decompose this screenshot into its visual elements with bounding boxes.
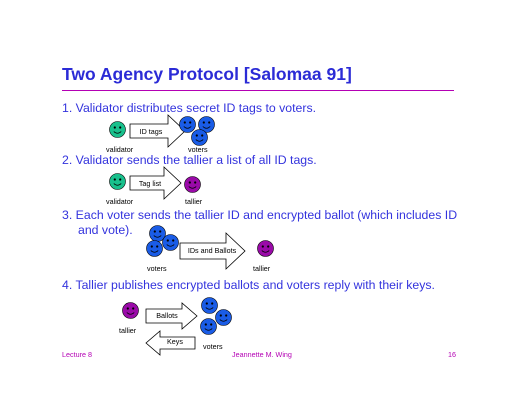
id-tags-arrow bbox=[129, 114, 186, 148]
tallier-caption: tallier bbox=[253, 264, 271, 273]
bullet-4: 4. Tallier publishes encrypted ballots a… bbox=[62, 278, 435, 292]
validator-face-icon bbox=[109, 121, 126, 138]
tag-list-label: Tag list bbox=[138, 179, 162, 188]
footer-author: Jeannette M. Wing bbox=[232, 350, 292, 359]
bullet-2: 2. Validator sends the tallier a list of… bbox=[62, 153, 317, 167]
ballots-label: Ballots bbox=[156, 311, 178, 320]
voter-face-icon bbox=[198, 116, 215, 133]
voter-face-icon bbox=[146, 240, 163, 257]
voters-caption: voters bbox=[188, 145, 208, 154]
slide-title: Two Agency Protocol [Salomaa 91] bbox=[62, 64, 352, 84]
validator-caption: validator bbox=[106, 145, 134, 154]
tallier-face-icon bbox=[122, 302, 139, 319]
validator-caption: validator bbox=[106, 197, 134, 206]
voters-caption: voters bbox=[203, 342, 223, 351]
validator-face-icon bbox=[109, 173, 126, 190]
voter-face-icon bbox=[162, 234, 179, 251]
footer-page-number: 16 bbox=[448, 350, 456, 359]
bullet-3-continued: and vote). bbox=[78, 223, 133, 237]
tallier-face-icon bbox=[257, 240, 274, 257]
tag-list-arrow bbox=[129, 166, 182, 200]
keys-arrow bbox=[145, 330, 196, 356]
bullet-3: 3. Each voter sends the tallier ID and e… bbox=[62, 208, 458, 222]
id-tags-label: ID tags bbox=[139, 127, 163, 136]
tallier-face-icon bbox=[184, 176, 201, 193]
voter-face-icon bbox=[215, 309, 232, 326]
keys-label: Keys bbox=[167, 337, 183, 346]
ids-and-ballots-arrow bbox=[179, 232, 246, 270]
voters-caption: voters bbox=[147, 264, 167, 273]
tallier-caption: tallier bbox=[119, 326, 137, 335]
voter-face-icon bbox=[149, 225, 166, 242]
title-rule bbox=[62, 90, 454, 91]
voter-face-icon bbox=[200, 318, 217, 335]
ids-and-ballots-label: IDs and Ballots bbox=[187, 246, 237, 255]
voter-face-icon bbox=[191, 129, 208, 146]
voter-face-icon bbox=[179, 116, 196, 133]
bullet-1: 1. Validator distributes secret ID tags … bbox=[62, 101, 317, 115]
tallier-caption: tallier bbox=[185, 197, 203, 206]
footer-lecture: Lecture 8 bbox=[62, 350, 92, 359]
ballots-arrow bbox=[145, 302, 198, 330]
voter-face-icon bbox=[201, 297, 218, 314]
